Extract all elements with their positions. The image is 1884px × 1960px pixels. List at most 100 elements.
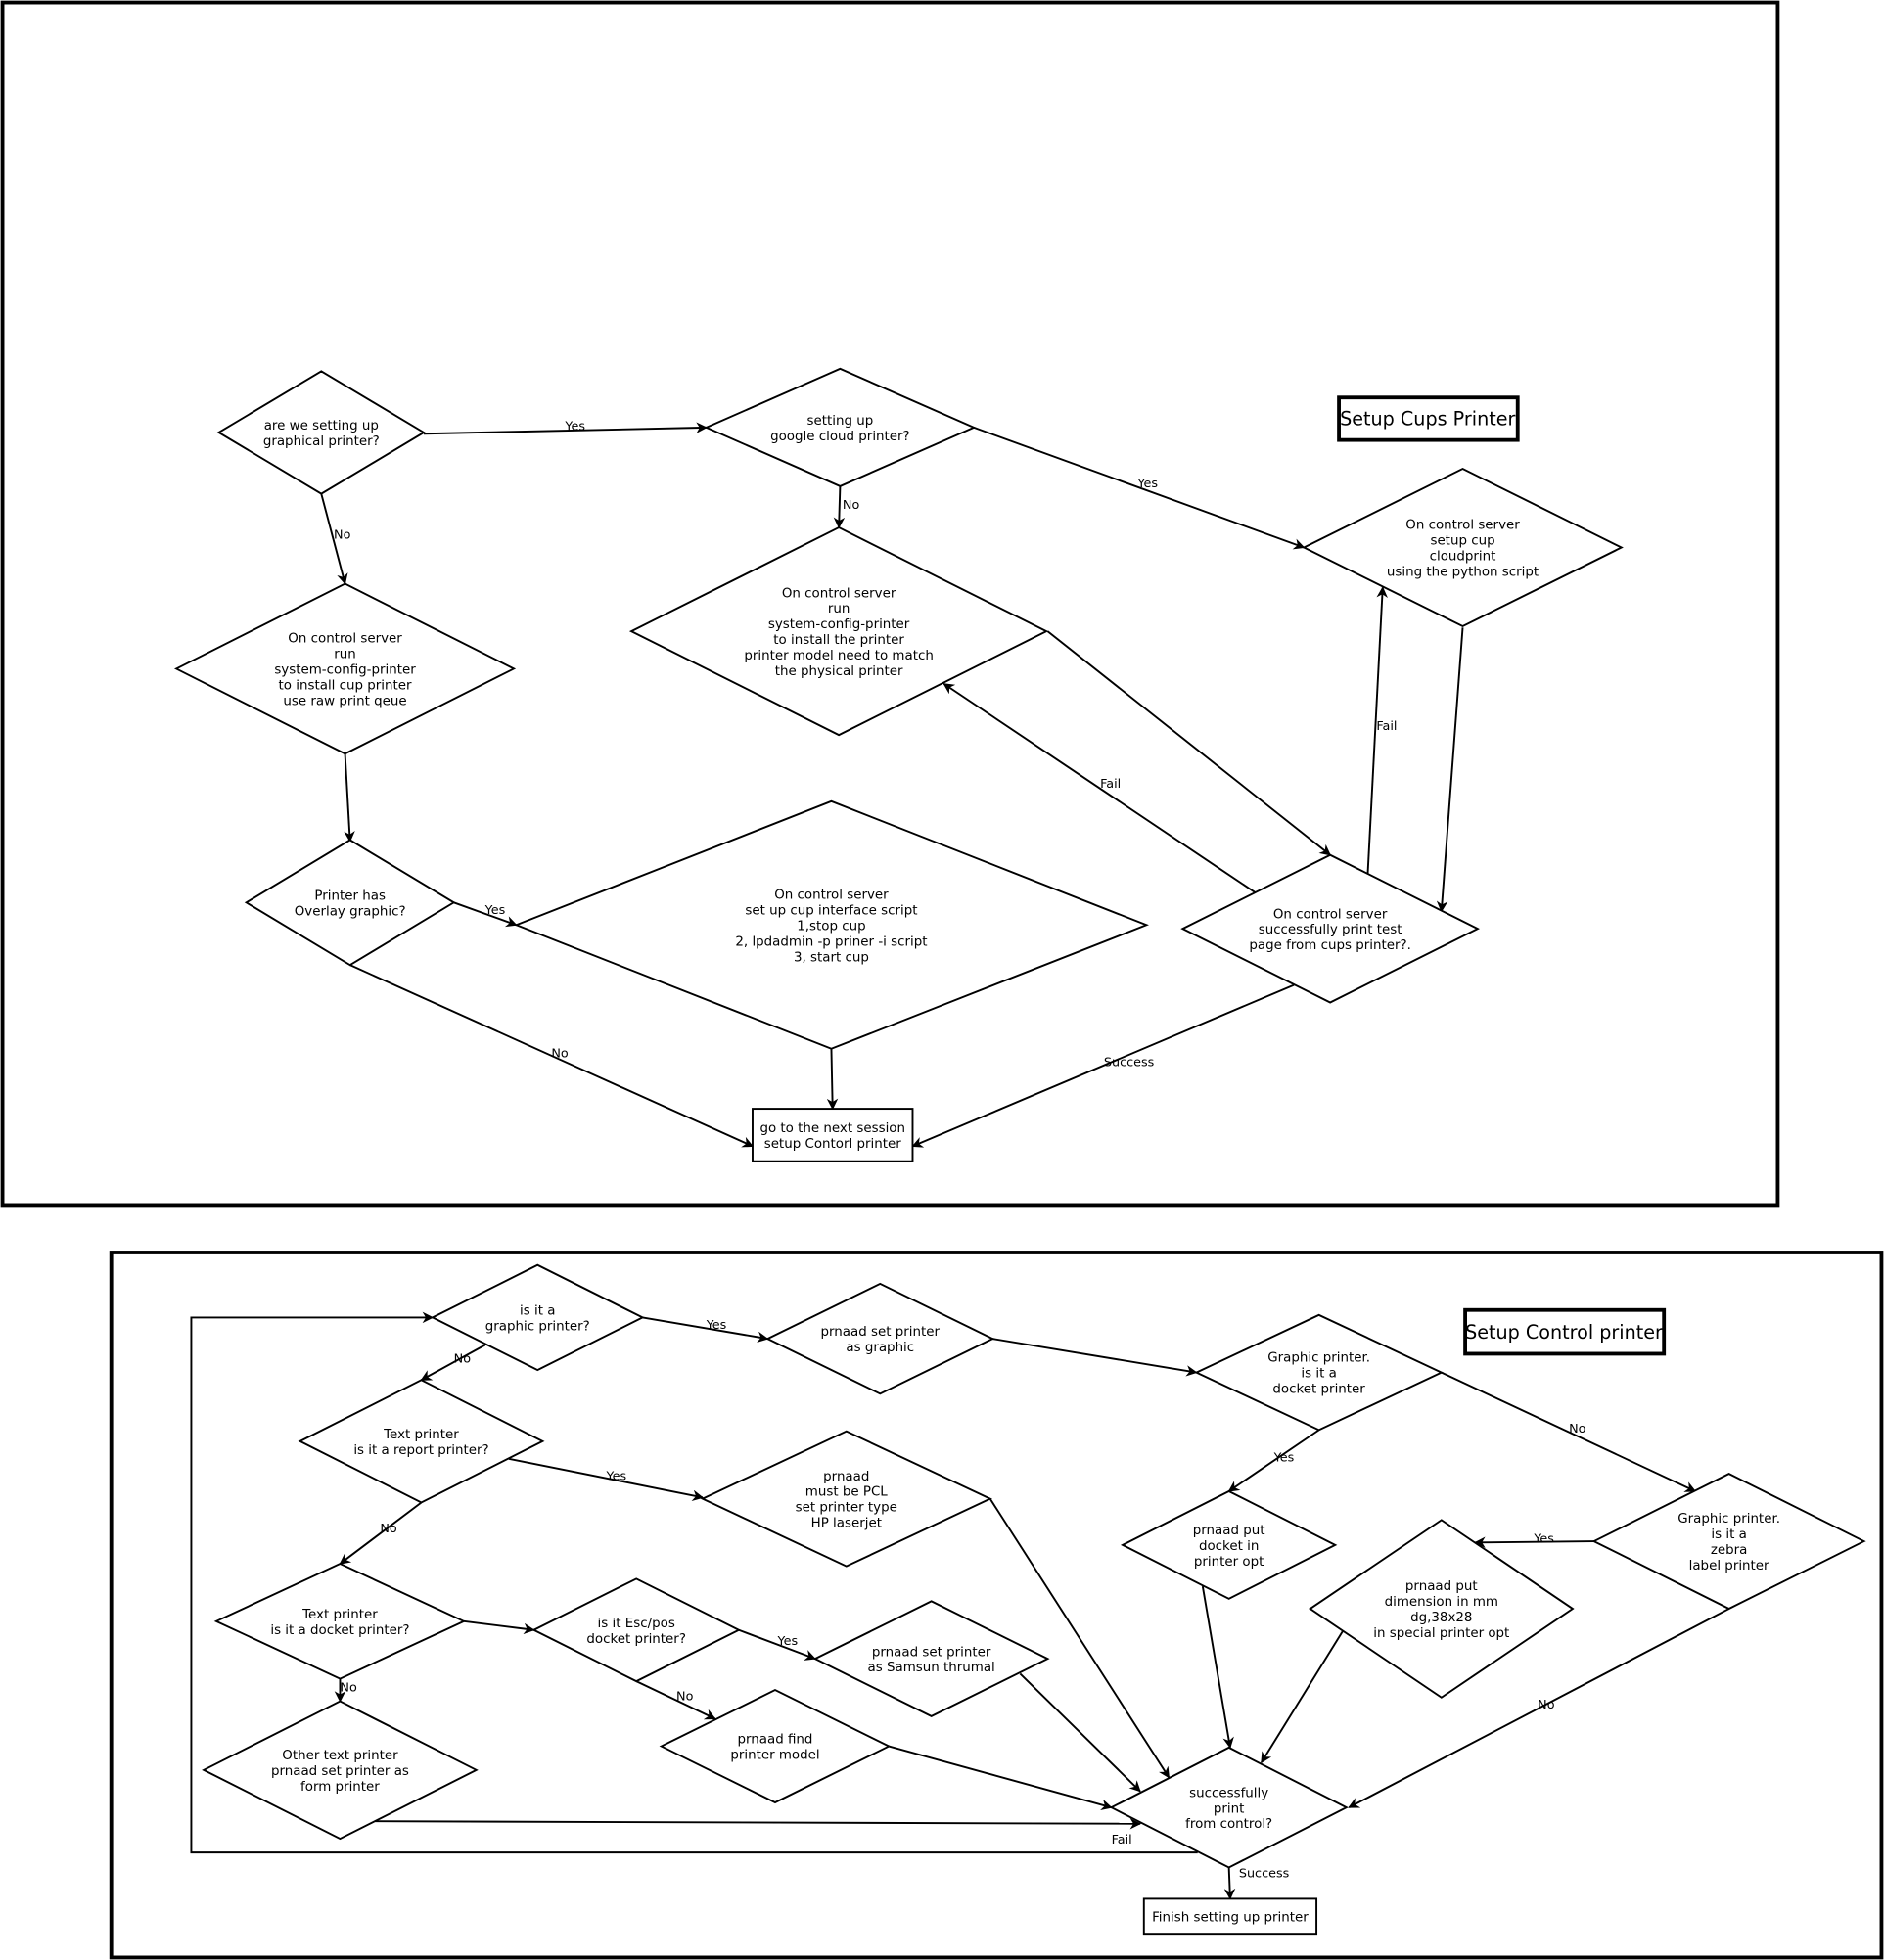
diamond-shape bbox=[628, 526, 1049, 737]
edge-test-fail-install-label: Fail bbox=[1100, 777, 1121, 792]
node-text-line: Text printer bbox=[301, 1608, 378, 1622]
node-text-line: successfully bbox=[1189, 1786, 1268, 1800]
edge-install-to-test bbox=[1046, 630, 1332, 856]
node-text-line: prnaad set printer bbox=[821, 1325, 941, 1340]
cups-section-title: Setup Cups Printer bbox=[1337, 395, 1520, 442]
node-text-line: as graphic bbox=[846, 1341, 914, 1355]
node-text-line: to install the printer bbox=[773, 633, 904, 648]
edge-test-fail-cloud bbox=[1366, 586, 1388, 876]
node-text-line: system-config-printer bbox=[274, 663, 416, 678]
edge-test-success-label: Success bbox=[1104, 1056, 1155, 1071]
edge-report-no-label: No bbox=[380, 1522, 397, 1536]
edge-test-success bbox=[911, 983, 1295, 1148]
edge-samsung-to-print bbox=[1019, 1672, 1141, 1793]
edge-escpos-yes bbox=[738, 1628, 816, 1661]
diamond-shape bbox=[202, 1700, 479, 1841]
node-text-line: 3, start cup bbox=[794, 950, 869, 965]
node-text-line: 1,stop cup bbox=[797, 919, 865, 934]
edge-pcl-to-print bbox=[988, 1498, 1171, 1779]
edge-graphic-to-docket bbox=[992, 1338, 1198, 1377]
node-text-line: prnaad put bbox=[1193, 1524, 1265, 1538]
control-section-frame bbox=[109, 1251, 1884, 1960]
cups-section-title-text: Setup Cups Printer bbox=[1340, 407, 1515, 430]
node-text-line: Printer has bbox=[314, 889, 386, 903]
node-text-line: On control server bbox=[1273, 907, 1388, 922]
node-text-line: printer model need to match bbox=[744, 649, 933, 663]
diamond-shape bbox=[1302, 467, 1624, 628]
diamond-shape bbox=[213, 1563, 467, 1680]
edge-zebra-yes bbox=[1474, 1536, 1594, 1548]
diamond-shape bbox=[700, 1430, 992, 1568]
node-text-line: using the python script bbox=[1387, 566, 1539, 580]
node-text-line: dg,38x28 bbox=[1410, 1611, 1472, 1625]
diamond-shape bbox=[430, 1263, 645, 1372]
node-text-line: as Samsun thrumal bbox=[868, 1661, 995, 1675]
node-text-line: zebra bbox=[1711, 1543, 1748, 1558]
edge-overlay-no bbox=[349, 964, 755, 1148]
node-text-line: must be PCL bbox=[805, 1485, 889, 1500]
diamond-shape bbox=[173, 582, 517, 755]
edge-textdocket-to-escpos bbox=[463, 1619, 535, 1635]
node-text-line: run bbox=[334, 648, 356, 662]
edge-install-to-overlay bbox=[344, 753, 355, 843]
node-text-line: is it a bbox=[520, 1304, 555, 1319]
edge-cloud-yes-label: Yes bbox=[1136, 477, 1158, 491]
edge-docket-no-label: No bbox=[1569, 1422, 1586, 1436]
node-text-line: prnaad put bbox=[1405, 1579, 1478, 1594]
node-text-line: run bbox=[828, 602, 850, 616]
edge-docket-yes bbox=[1227, 1429, 1320, 1492]
node-text-line: printer opt bbox=[1194, 1555, 1264, 1570]
node-text-line: prnaad bbox=[823, 1470, 869, 1484]
node-text-line: dimension in mm bbox=[1385, 1595, 1498, 1610]
node-text-line: Graphic printer. bbox=[1267, 1351, 1370, 1366]
diamond-shape bbox=[1109, 1746, 1349, 1869]
node-text-line: prnaad set printer as bbox=[271, 1764, 409, 1779]
node-text-line: set up cup interface script bbox=[745, 903, 917, 918]
edge-print-success-label: Success bbox=[1239, 1867, 1290, 1882]
edge-report-yes-label: Yes bbox=[606, 1469, 627, 1483]
node-text-line: is it a docket printer? bbox=[270, 1623, 409, 1638]
diamond-shape bbox=[1194, 1313, 1445, 1432]
edge-script-to-next bbox=[826, 1048, 839, 1111]
node-text-line: is it a bbox=[1711, 1527, 1746, 1542]
edge-zebra-no-label: No bbox=[1538, 1698, 1555, 1712]
edge-docketopt-to-print bbox=[1201, 1585, 1234, 1749]
diamond-shape bbox=[1120, 1489, 1338, 1600]
edge-test-fail-cloud-label: Fail bbox=[1376, 719, 1397, 734]
edge-print-success bbox=[1223, 1867, 1236, 1900]
node-text: Finish setting up printer bbox=[1152, 1910, 1309, 1925]
edge-docket-yes-label: Yes bbox=[1273, 1450, 1295, 1465]
edge-findmodel-to-print bbox=[888, 1745, 1113, 1810]
node-text-line: Text printer bbox=[383, 1428, 459, 1442]
node-text-line: setup cup bbox=[1430, 534, 1494, 549]
node-text-line: form printer bbox=[300, 1780, 380, 1795]
cups-section-frame bbox=[0, 0, 1780, 1208]
node-text-line: Overlay graphic? bbox=[295, 904, 406, 919]
edge-graphic-yes-label: Yes bbox=[706, 1318, 727, 1333]
diamond-shape bbox=[1591, 1473, 1866, 1611]
edge-textdocket-no-label: No bbox=[340, 1680, 357, 1695]
edges-layer bbox=[190, 422, 1730, 1900]
edge-report-yes bbox=[508, 1457, 705, 1501]
edge-report-no bbox=[339, 1501, 423, 1565]
node-text-line: go to the next session bbox=[759, 1121, 905, 1136]
